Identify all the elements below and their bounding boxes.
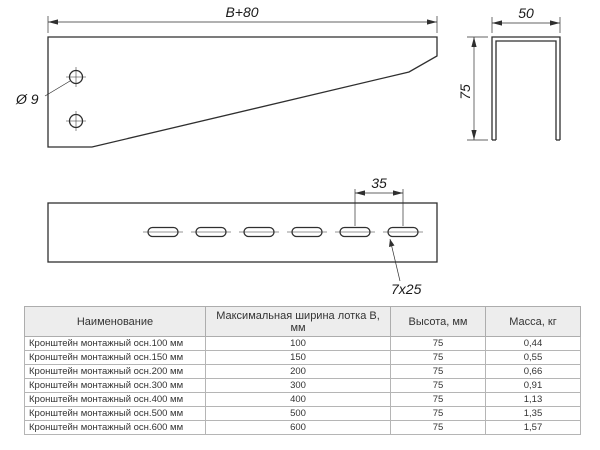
table-header-row: Наименование Максимальная ширина лотка B… bbox=[24, 306, 581, 337]
side-view: B+80 Ø 9 bbox=[15, 4, 438, 148]
arrowhead bbox=[355, 190, 365, 196]
arrowhead bbox=[550, 20, 560, 26]
col-header-mass: Масса, кг bbox=[485, 306, 581, 337]
cell-width: 200 bbox=[205, 364, 391, 379]
channel-outer bbox=[491, 36, 561, 140]
col-header-height: Высота, мм bbox=[390, 306, 486, 337]
cell-mass: 1,13 bbox=[485, 392, 581, 407]
table-row: Кронштейн монтажный осн.100 мм 100 75 0,… bbox=[24, 336, 581, 351]
table-row: Кронштейн монтажный осн.150 мм 150 75 0,… bbox=[24, 350, 581, 365]
table-row: Кронштейн монтажный осн.500 мм 500 75 1,… bbox=[24, 406, 581, 421]
cell-mass: 0,66 bbox=[485, 364, 581, 379]
arrowhead bbox=[389, 239, 395, 247]
bracket-side-outline bbox=[47, 36, 438, 148]
cell-height: 75 bbox=[390, 420, 486, 435]
dim-label-35: 35 bbox=[371, 175, 387, 191]
slot-group bbox=[143, 226, 423, 238]
spec-table: Наименование Максимальная ширина лотка B… bbox=[24, 306, 581, 435]
cell-width: 500 bbox=[205, 406, 391, 421]
dim-label-75: 75 bbox=[457, 84, 473, 100]
cell-height: 75 bbox=[390, 336, 486, 351]
bracket-plan-outline bbox=[47, 202, 438, 263]
channel-inner bbox=[495, 40, 557, 140]
plan-view: 35 7x25 bbox=[47, 175, 438, 297]
cell-name: Кронштейн монтажный осн.150 мм bbox=[24, 350, 206, 365]
cell-width: 150 bbox=[205, 350, 391, 365]
cell-width: 400 bbox=[205, 392, 391, 407]
technical-drawing: B+80 Ø 9 50 75 bbox=[15, 4, 561, 297]
table-row: Кронштейн монтажный осн.600 мм 600 75 1,… bbox=[24, 420, 581, 435]
cell-height: 75 bbox=[390, 378, 486, 393]
arrowhead bbox=[471, 130, 477, 140]
section-view: 50 75 bbox=[457, 5, 561, 141]
cell-mass: 0,44 bbox=[485, 336, 581, 351]
cell-mass: 0,55 bbox=[485, 350, 581, 365]
arrowhead bbox=[492, 20, 502, 26]
cell-name: Кронштейн монтажный осн.500 мм bbox=[24, 406, 206, 421]
table-row: Кронштейн монтажный осн.200 мм 200 75 0,… bbox=[24, 364, 581, 379]
cell-name: Кронштейн монтажный осн.100 мм bbox=[24, 336, 206, 351]
col-header-width: Максимальная ширина лотка B, мм bbox=[205, 306, 391, 337]
col-header-name: Наименование bbox=[24, 306, 206, 337]
cell-height: 75 bbox=[390, 364, 486, 379]
dim-label-50: 50 bbox=[518, 5, 534, 21]
dim-label-b80: B+80 bbox=[225, 4, 258, 20]
cell-width: 100 bbox=[205, 336, 391, 351]
cell-width: 600 bbox=[205, 420, 391, 435]
dim-label-hole-dia: Ø 9 bbox=[15, 91, 39, 107]
table-row: Кронштейн монтажный осн.400 мм 400 75 1,… bbox=[24, 392, 581, 407]
dim-label-slot-size: 7x25 bbox=[391, 281, 422, 297]
cell-mass: 1,35 bbox=[485, 406, 581, 421]
table-row: Кронштейн монтажный осн.300 мм 300 75 0,… bbox=[24, 378, 581, 393]
cell-height: 75 bbox=[390, 392, 486, 407]
cell-mass: 1,57 bbox=[485, 420, 581, 435]
cell-name: Кронштейн монтажный осн.600 мм bbox=[24, 420, 206, 435]
cell-mass: 0,91 bbox=[485, 378, 581, 393]
cell-width: 300 bbox=[205, 378, 391, 393]
arrowhead bbox=[48, 19, 58, 25]
cell-height: 75 bbox=[390, 350, 486, 365]
cell-name: Кронштейн монтажный осн.200 мм bbox=[24, 364, 206, 379]
arrowhead bbox=[471, 37, 477, 47]
cell-name: Кронштейн монтажный осн.300 мм bbox=[24, 378, 206, 393]
cell-height: 75 bbox=[390, 406, 486, 421]
leader-line bbox=[44, 80, 71, 97]
arrowhead bbox=[427, 19, 437, 25]
arrowhead bbox=[393, 190, 403, 196]
bracket-drawing-svg: B+80 Ø 9 50 75 bbox=[15, 4, 561, 297]
cell-name: Кронштейн монтажный осн.400 мм bbox=[24, 392, 206, 407]
